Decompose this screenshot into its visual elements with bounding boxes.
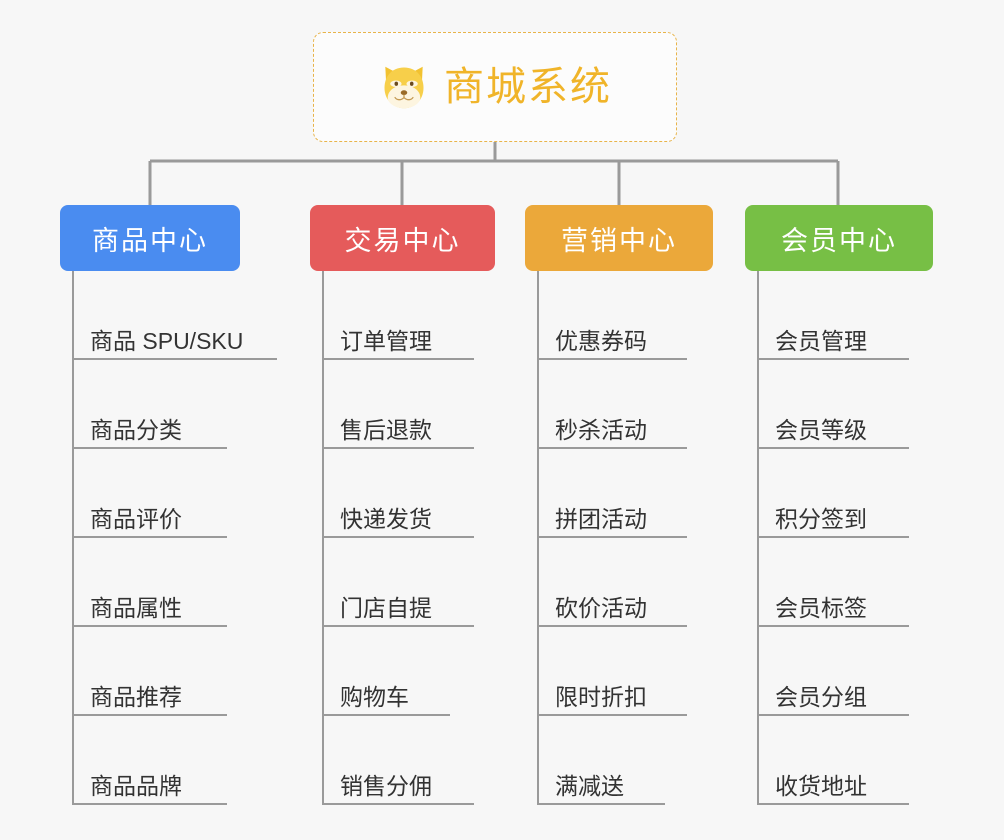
leaf-underline bbox=[322, 714, 450, 716]
leaf-underline bbox=[322, 536, 474, 538]
list-item[interactable]: 会员分组 bbox=[745, 627, 933, 716]
root-title: 商城系统 bbox=[444, 65, 612, 109]
list-item[interactable]: 商品分类 bbox=[60, 360, 243, 449]
leaf-underline bbox=[72, 803, 227, 805]
list-item[interactable]: 商品品牌 bbox=[60, 716, 243, 805]
leaf-underline bbox=[537, 536, 687, 538]
list-item[interactable]: 秒杀活动 bbox=[525, 360, 713, 449]
root-node-shop-system[interactable]: 商城系统 bbox=[313, 32, 677, 142]
list-item[interactable]: 售后退款 bbox=[310, 360, 495, 449]
list-item[interactable]: 会员标签 bbox=[745, 538, 933, 627]
leaf-list: 商品 SPU/SKU 商品分类 商品评价 商品属性 商品推荐 商品品牌 bbox=[60, 271, 277, 805]
leaf-underline bbox=[322, 358, 474, 360]
list-item[interactable]: 商品属性 bbox=[60, 538, 243, 627]
list-item[interactable]: 商品推荐 bbox=[60, 627, 243, 716]
leaf-label: 会员管理 bbox=[775, 327, 867, 354]
leaf-label: 拼团活动 bbox=[555, 505, 647, 532]
list-item[interactable]: 拼团活动 bbox=[525, 449, 713, 538]
list-item[interactable]: 销售分佣 bbox=[310, 716, 495, 805]
leaf-label: 售后退款 bbox=[340, 416, 432, 443]
leaf-underline bbox=[72, 714, 227, 716]
category-label: 交易中心 bbox=[344, 225, 461, 256]
leaf-underline bbox=[757, 625, 909, 627]
leaf-label: 商品评价 bbox=[90, 505, 182, 532]
leaf-underline bbox=[757, 714, 909, 716]
leaf-label: 商品 SPU/SKU bbox=[90, 327, 244, 354]
leaf-label: 优惠券码 bbox=[555, 327, 647, 354]
leaf-underline bbox=[322, 447, 474, 449]
leaf-label: 限时折扣 bbox=[555, 683, 647, 710]
list-item[interactable]: 会员等级 bbox=[745, 360, 933, 449]
leaf-label: 砍价活动 bbox=[555, 594, 647, 621]
leaf-label: 商品品牌 bbox=[90, 772, 182, 799]
leaf-underline bbox=[72, 625, 227, 627]
category-box-member-center[interactable]: 会员中心 bbox=[745, 205, 933, 271]
list-item[interactable]: 满减送 bbox=[525, 716, 713, 805]
leaf-underline bbox=[757, 447, 909, 449]
leaf-underline bbox=[322, 803, 474, 805]
leaf-label: 购物车 bbox=[340, 683, 409, 710]
shiba-dog-face-icon bbox=[378, 61, 430, 113]
leaf-label: 商品推荐 bbox=[90, 683, 182, 710]
leaf-underline bbox=[72, 447, 227, 449]
list-item[interactable]: 快递发货 bbox=[310, 449, 495, 538]
leaf-label: 会员标签 bbox=[775, 594, 867, 621]
list-item[interactable]: 商品评价 bbox=[60, 449, 243, 538]
category-label: 会员中心 bbox=[781, 225, 897, 256]
branch-column-marketing-center: 营销中心 优惠券码 秒杀活动 拼团活动 砍价活动 限时折扣 bbox=[525, 205, 713, 805]
leaf-list: 优惠券码 秒杀活动 拼团活动 砍价活动 限时折扣 满减送 bbox=[525, 271, 713, 805]
leaf-underline bbox=[537, 358, 687, 360]
leaf-spine bbox=[537, 271, 539, 805]
list-item[interactable]: 购物车 bbox=[310, 627, 495, 716]
leaf-label: 销售分佣 bbox=[340, 772, 432, 799]
branch-column-trade-center: 交易中心 订单管理 售后退款 快递发货 门店自提 购物车 bbox=[310, 205, 495, 805]
leaf-label: 商品分类 bbox=[90, 416, 182, 443]
leaf-list: 会员管理 会员等级 积分签到 会员标签 会员分组 收货地址 bbox=[745, 271, 933, 805]
leaf-list: 订单管理 售后退款 快递发货 门店自提 购物车 销售分佣 bbox=[310, 271, 495, 805]
leaf-label: 收货地址 bbox=[775, 772, 867, 799]
leaf-underline bbox=[537, 714, 687, 716]
branch-column-product-center: 商品中心 商品 SPU/SKU 商品分类 商品评价 商品属性 商品推荐 bbox=[60, 205, 277, 805]
leaf-underline bbox=[322, 625, 474, 627]
leaf-underline bbox=[537, 447, 687, 449]
category-box-marketing-center[interactable]: 营销中心 bbox=[525, 205, 713, 271]
leaf-underline bbox=[72, 358, 277, 360]
leaf-underline bbox=[757, 358, 909, 360]
leaf-label: 满减送 bbox=[555, 772, 624, 799]
leaf-underline bbox=[537, 803, 665, 805]
leaf-spine bbox=[757, 271, 759, 805]
leaf-spine bbox=[72, 271, 74, 805]
list-item[interactable]: 门店自提 bbox=[310, 538, 495, 627]
list-item[interactable]: 积分签到 bbox=[745, 449, 933, 538]
leaf-label: 商品属性 bbox=[90, 594, 182, 621]
category-box-product-center[interactable]: 商品中心 bbox=[60, 205, 240, 271]
leaf-underline bbox=[757, 536, 909, 538]
leaf-label: 快递发货 bbox=[340, 505, 432, 532]
leaf-spine bbox=[322, 271, 324, 805]
list-item[interactable]: 优惠券码 bbox=[525, 271, 713, 360]
leaf-underline bbox=[757, 803, 909, 805]
list-item[interactable]: 会员管理 bbox=[745, 271, 933, 360]
leaf-label: 会员分组 bbox=[775, 683, 867, 710]
list-item[interactable]: 砍价活动 bbox=[525, 538, 713, 627]
leaf-label: 门店自提 bbox=[340, 594, 432, 621]
list-item[interactable]: 订单管理 bbox=[310, 271, 495, 360]
leaf-label: 积分签到 bbox=[775, 505, 867, 532]
leaf-label: 秒杀活动 bbox=[555, 416, 647, 443]
leaf-label: 订单管理 bbox=[340, 327, 432, 354]
category-label: 营销中心 bbox=[561, 225, 677, 256]
leaf-label: 会员等级 bbox=[775, 416, 867, 443]
list-item[interactable]: 商品 SPU/SKU bbox=[60, 271, 277, 360]
branch-column-member-center: 会员中心 会员管理 会员等级 积分签到 会员标签 会员分组 bbox=[745, 205, 933, 805]
list-item[interactable]: 限时折扣 bbox=[525, 627, 713, 716]
category-box-trade-center[interactable]: 交易中心 bbox=[310, 205, 495, 271]
category-label: 商品中心 bbox=[92, 225, 208, 256]
leaf-underline bbox=[72, 536, 227, 538]
list-item[interactable]: 收货地址 bbox=[745, 716, 933, 805]
leaf-underline bbox=[537, 625, 687, 627]
